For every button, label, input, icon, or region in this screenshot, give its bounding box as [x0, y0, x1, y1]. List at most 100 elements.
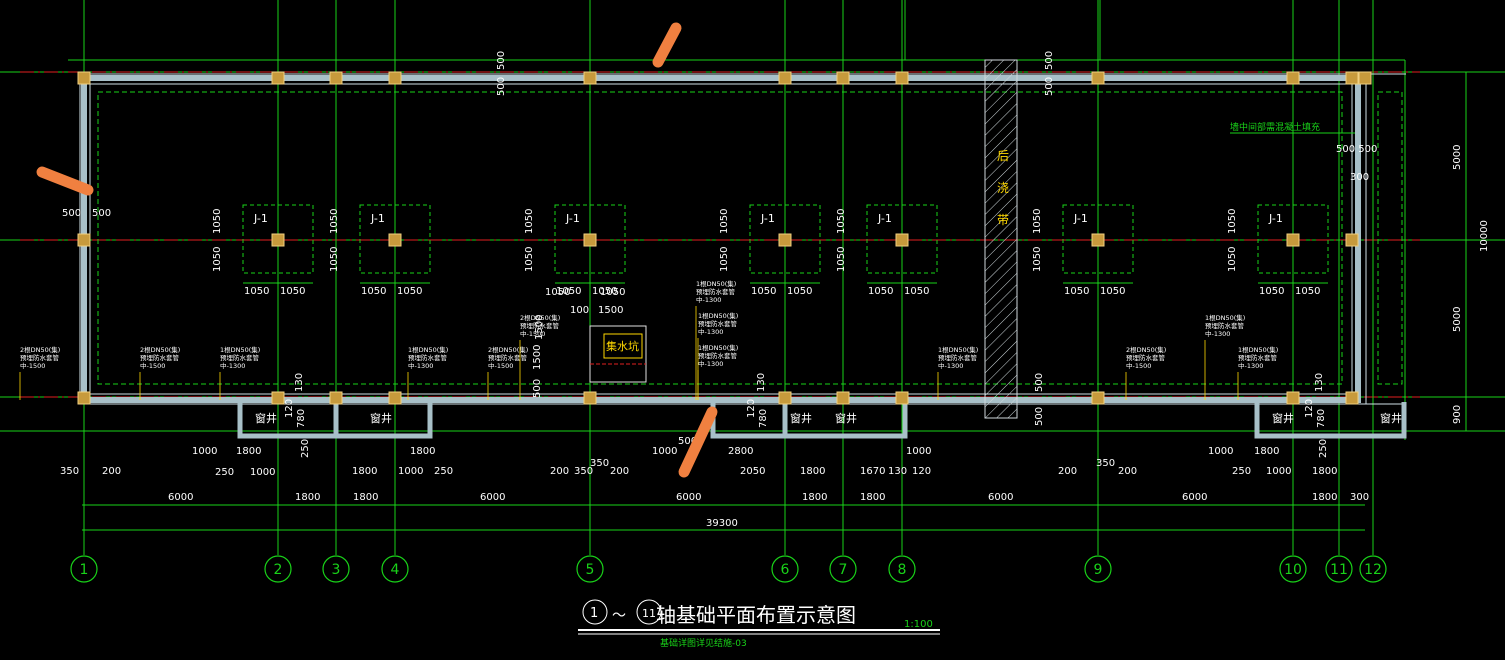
footing-dim-left: 1050 — [556, 286, 581, 297]
dimension-text-vertical: 500 — [532, 379, 543, 398]
pipe-note-line: 预埋防水套管 — [1205, 321, 1245, 330]
footing-dim-bottom: 1050 — [524, 247, 535, 272]
dimension-text: 350 — [574, 466, 593, 477]
footing-dim-bottom: 1050 — [1032, 247, 1043, 272]
annotation-marker-strokes — [36, 22, 718, 478]
dimension-text: 1800 — [1312, 466, 1337, 477]
footing-dim-right: 1050 — [397, 286, 422, 297]
axis-bubble-label: 9 — [1094, 562, 1103, 578]
axis-bubble-label: 12 — [1364, 562, 1382, 578]
dimension-text: 250 — [434, 466, 453, 477]
pipe-note-line: 1根DN50(集) — [1238, 345, 1278, 354]
footing-label: J-1 — [877, 212, 892, 225]
dimension-text: 250 — [215, 467, 234, 478]
footing-dim-left: 1050 — [244, 286, 269, 297]
pipe-note-line: 中-1300 — [1205, 329, 1230, 338]
column-square — [1286, 391, 1300, 405]
dimension-text-vertical: 250 — [300, 439, 311, 458]
pipe-note-line: 2根DN50(集) — [488, 345, 528, 354]
dimension-text-vertical: 500 — [1034, 373, 1045, 392]
footing-dim-bottom: 1050 — [836, 247, 847, 272]
dimension-text-vertical: 780 — [296, 409, 307, 428]
window-well-label: 窗井 — [255, 411, 277, 425]
pipe-note-line: 中-1300 — [698, 327, 723, 336]
dimension-text: 200 — [550, 466, 569, 477]
pipe-note-line: 1根DN50(集) — [408, 345, 448, 354]
right-dim-10000: 10000 — [1479, 220, 1490, 252]
dimension-text: 500 — [92, 208, 111, 219]
axis-bubble-label: 7 — [839, 562, 848, 578]
column-square — [778, 391, 792, 405]
pipe-note-line: 1根DN50(集) — [696, 279, 736, 288]
post-cast-label: 后 浇 带 — [997, 149, 1009, 227]
dimension-text: 6000 — [168, 492, 193, 503]
right-dimension-chain: 5000 10000 5000 900 — [1440, 72, 1490, 431]
dimension-text-vertical: 120 — [284, 399, 295, 418]
dimension-text-vertical: 780 — [758, 409, 769, 428]
dimension-text: 1800 — [410, 446, 435, 457]
column-square — [1345, 391, 1359, 405]
column-square — [836, 391, 850, 405]
footing-dim-left: 1050 — [751, 286, 776, 297]
axis-bubble-5: 5 — [576, 555, 604, 583]
footing-label: J-1 — [1073, 212, 1088, 225]
pipe-note-line: 中-1500 — [488, 361, 513, 370]
dimension-text-vertical: 1500 — [532, 345, 543, 370]
dimension-text: 100 — [570, 305, 589, 316]
column-square — [329, 71, 343, 85]
dimension-text: 200 — [1118, 466, 1137, 477]
axis-bubble-3: 3 — [322, 555, 350, 583]
pipe-note-line: 预埋防水套管 — [140, 353, 180, 362]
column-square — [895, 391, 909, 405]
drawing-subtitle: 基础详图详见结施-03 — [660, 637, 747, 649]
column-square — [1345, 71, 1359, 85]
column-square — [77, 391, 91, 405]
axis-bubble-label: 6 — [781, 562, 790, 578]
dimension-text: 1050 — [545, 287, 570, 298]
footing-dim-bottom: 1050 — [212, 247, 223, 272]
axis-bubble-label: 8 — [898, 562, 907, 578]
footing-dim-top: 1050 — [719, 209, 730, 234]
pipe-note-line: 预埋防水套管 — [220, 353, 260, 362]
column-square — [895, 71, 909, 85]
post-cast-char-1: 后 — [997, 149, 1009, 163]
dimension-text-vertical: 500 — [496, 77, 507, 96]
dimension-text: 1800 — [860, 492, 885, 503]
dimension-text: 350 — [60, 466, 79, 477]
dimension-text: 350 — [590, 458, 609, 469]
column-square — [388, 71, 402, 85]
axis-bubble-1: 1 — [70, 555, 98, 583]
dimension-text: 130 — [888, 466, 907, 477]
footing-dim-bottom: 1050 — [329, 247, 340, 272]
footing-dim-right: 1050 — [787, 286, 812, 297]
dimension-text: 1800 — [1312, 492, 1337, 503]
dimension-text: 1000 — [1208, 446, 1233, 457]
footing-dim-top: 1050 — [1227, 209, 1238, 234]
column-square — [388, 233, 402, 247]
column-square — [271, 391, 285, 405]
column-square — [1286, 233, 1300, 247]
dimension-text: 1670 — [860, 466, 885, 477]
dimension-text: 6000 — [988, 492, 1013, 503]
footing-outline — [866, 204, 938, 274]
footing-label: J-1 — [760, 212, 775, 225]
footing-label: J-1 — [1268, 212, 1283, 225]
dimension-text-vertical: 1500 — [534, 315, 545, 340]
right-note: 墙中间部需混凝土填充 — [1230, 121, 1355, 134]
inner-dashed-boundary — [97, 91, 1403, 385]
pipe-note-line: 2根DN50(集) — [20, 345, 60, 354]
axis-bubble-8: 8 — [888, 555, 916, 583]
footing-dim-left: 1050 — [1259, 286, 1284, 297]
dimension-text: 1000 — [652, 446, 677, 457]
column-square — [329, 391, 343, 405]
column-square — [1091, 391, 1105, 405]
sump-pit-label: 集水坑 — [606, 339, 639, 353]
post-cast-char-2: 浇 — [997, 181, 1009, 195]
post-cast-strip — [984, 59, 1018, 419]
column-square — [1091, 233, 1105, 247]
column-square — [1286, 71, 1300, 85]
axis-bubble-label: 1 — [80, 562, 89, 578]
dimension-text: 1800 — [353, 492, 378, 503]
dimension-text: 200 — [102, 466, 121, 477]
